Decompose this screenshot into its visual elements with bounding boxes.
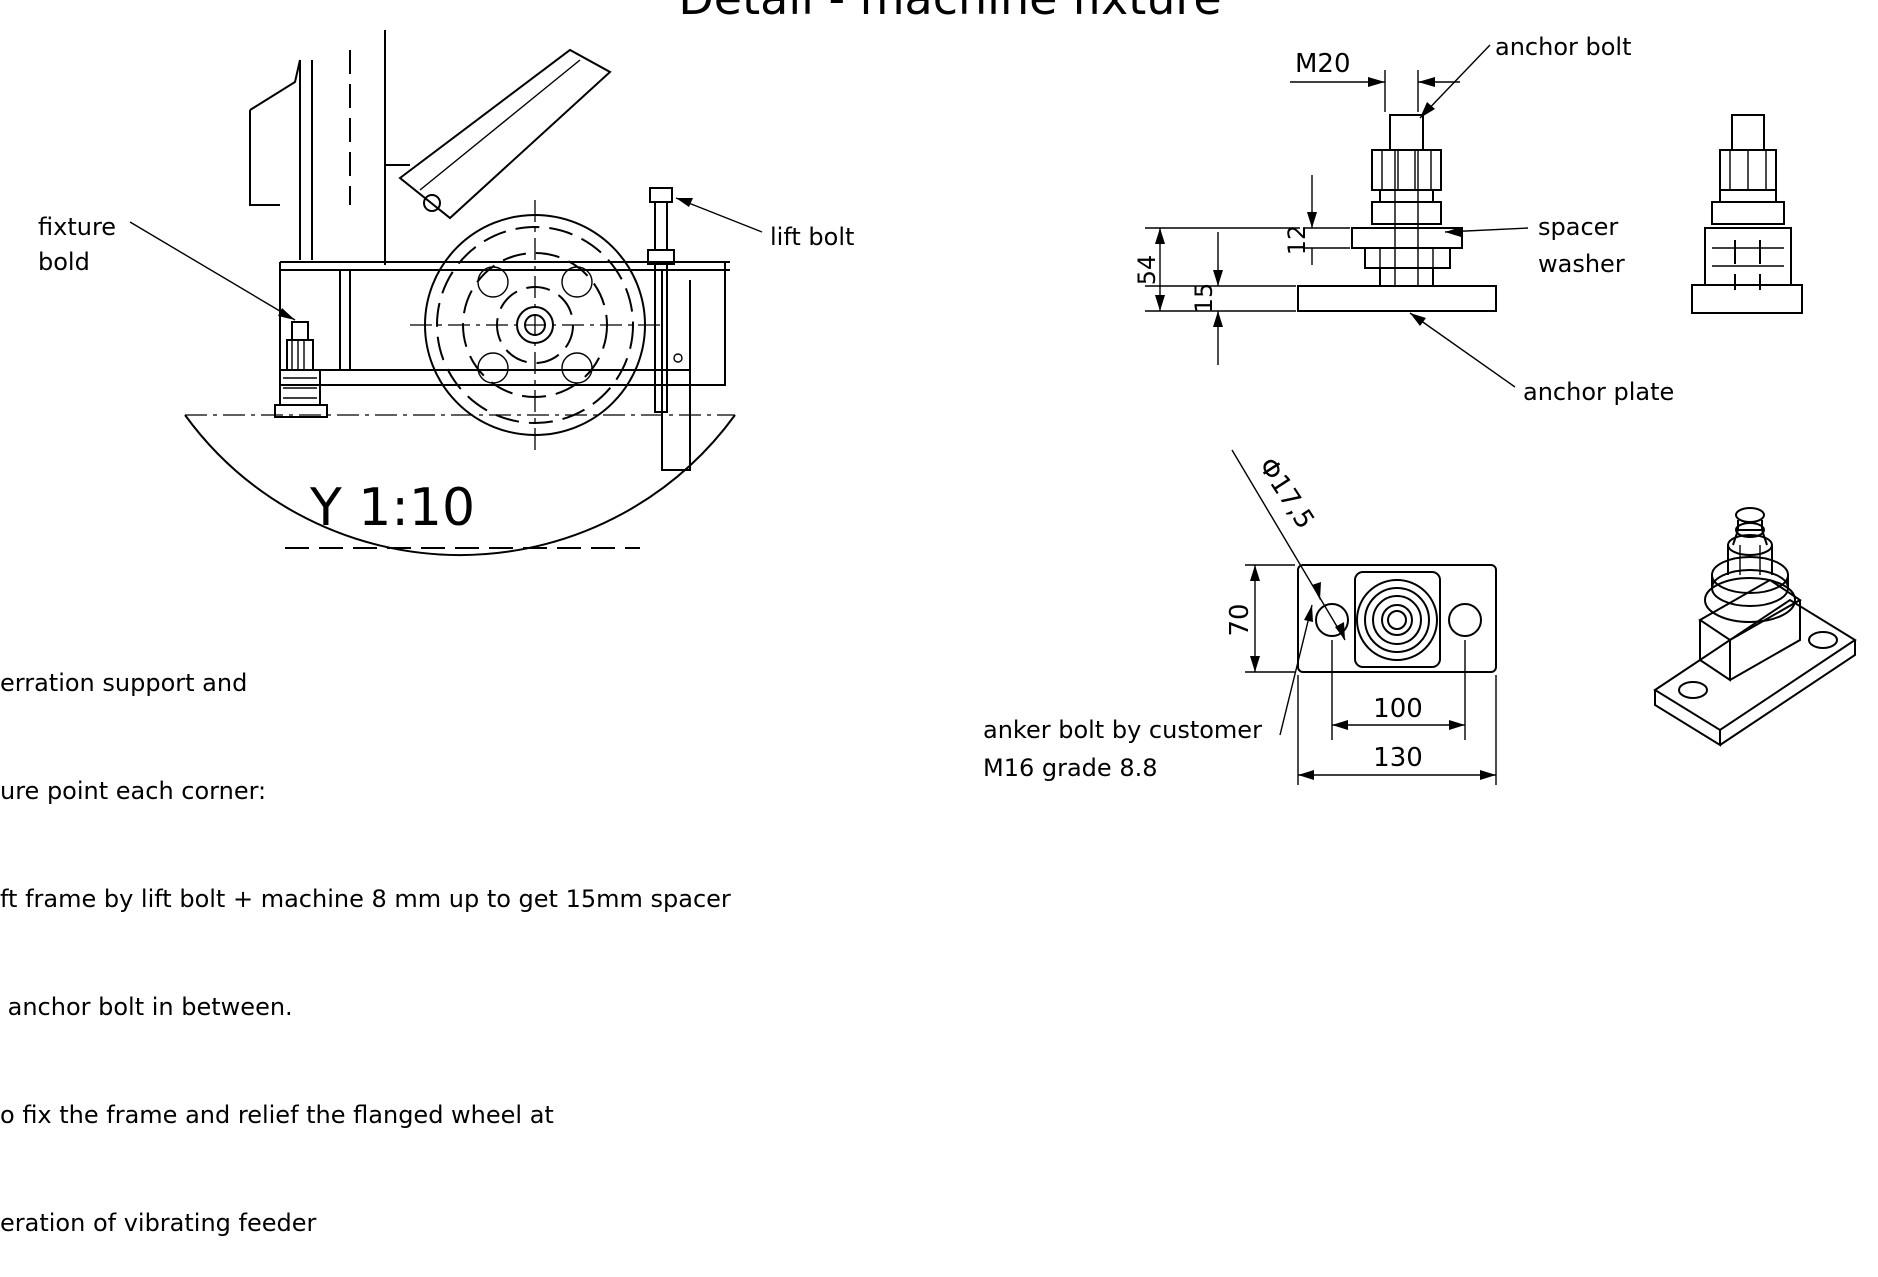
label-washer: washer	[1538, 250, 1625, 278]
label-lift-bolt: lift bolt	[770, 223, 854, 251]
side-view	[184, 30, 736, 557]
note-line: anchor bolt in between.	[0, 993, 293, 1021]
dim-phi: Φ17,5	[1252, 452, 1320, 534]
dim-54: 54	[1133, 255, 1161, 286]
front-view	[1145, 70, 1497, 365]
dim-70: 70	[1225, 603, 1255, 636]
note-line: ure point each corner:	[0, 777, 267, 805]
label-fixture-bold-line2: bold	[38, 248, 90, 276]
scale-label: Y 1:10	[309, 478, 475, 538]
label-anchor-plate: anchor plate	[1523, 378, 1674, 406]
dim-12: 12	[1283, 225, 1311, 256]
top-view	[1231, 449, 1497, 785]
note-line: eration of vibrating feeder	[0, 1209, 317, 1237]
dim-100: 100	[1373, 694, 1423, 724]
label-fixture-bold-line1: fixture	[38, 213, 116, 241]
side-view-fixture	[1691, 114, 1803, 314]
isometric-view	[1653, 507, 1857, 747]
dim-m20: M20	[1295, 49, 1351, 79]
drawing-title: Detail - machine fixture	[678, 0, 1221, 25]
note-line: ft frame by lift bolt + machine 8 mm up …	[0, 885, 731, 913]
dim-130: 130	[1373, 743, 1423, 773]
note-line: o fix the frame and relief the flanged w…	[0, 1101, 554, 1129]
technical-drawing: Detail - machine fixture	[38, 0, 1857, 785]
dim-15: 15	[1190, 283, 1218, 314]
notes-block: erration support and ure point each corn…	[0, 593, 731, 1277]
label-anker-bolt-line1: anker bolt by customer	[983, 716, 1262, 744]
label-anchor-bolt: anchor bolt	[1495, 33, 1632, 61]
label-spacer: spacer	[1538, 213, 1618, 241]
note-line: erration support and	[0, 669, 248, 697]
label-anker-bolt-line2: M16 grade 8.8	[983, 754, 1157, 782]
